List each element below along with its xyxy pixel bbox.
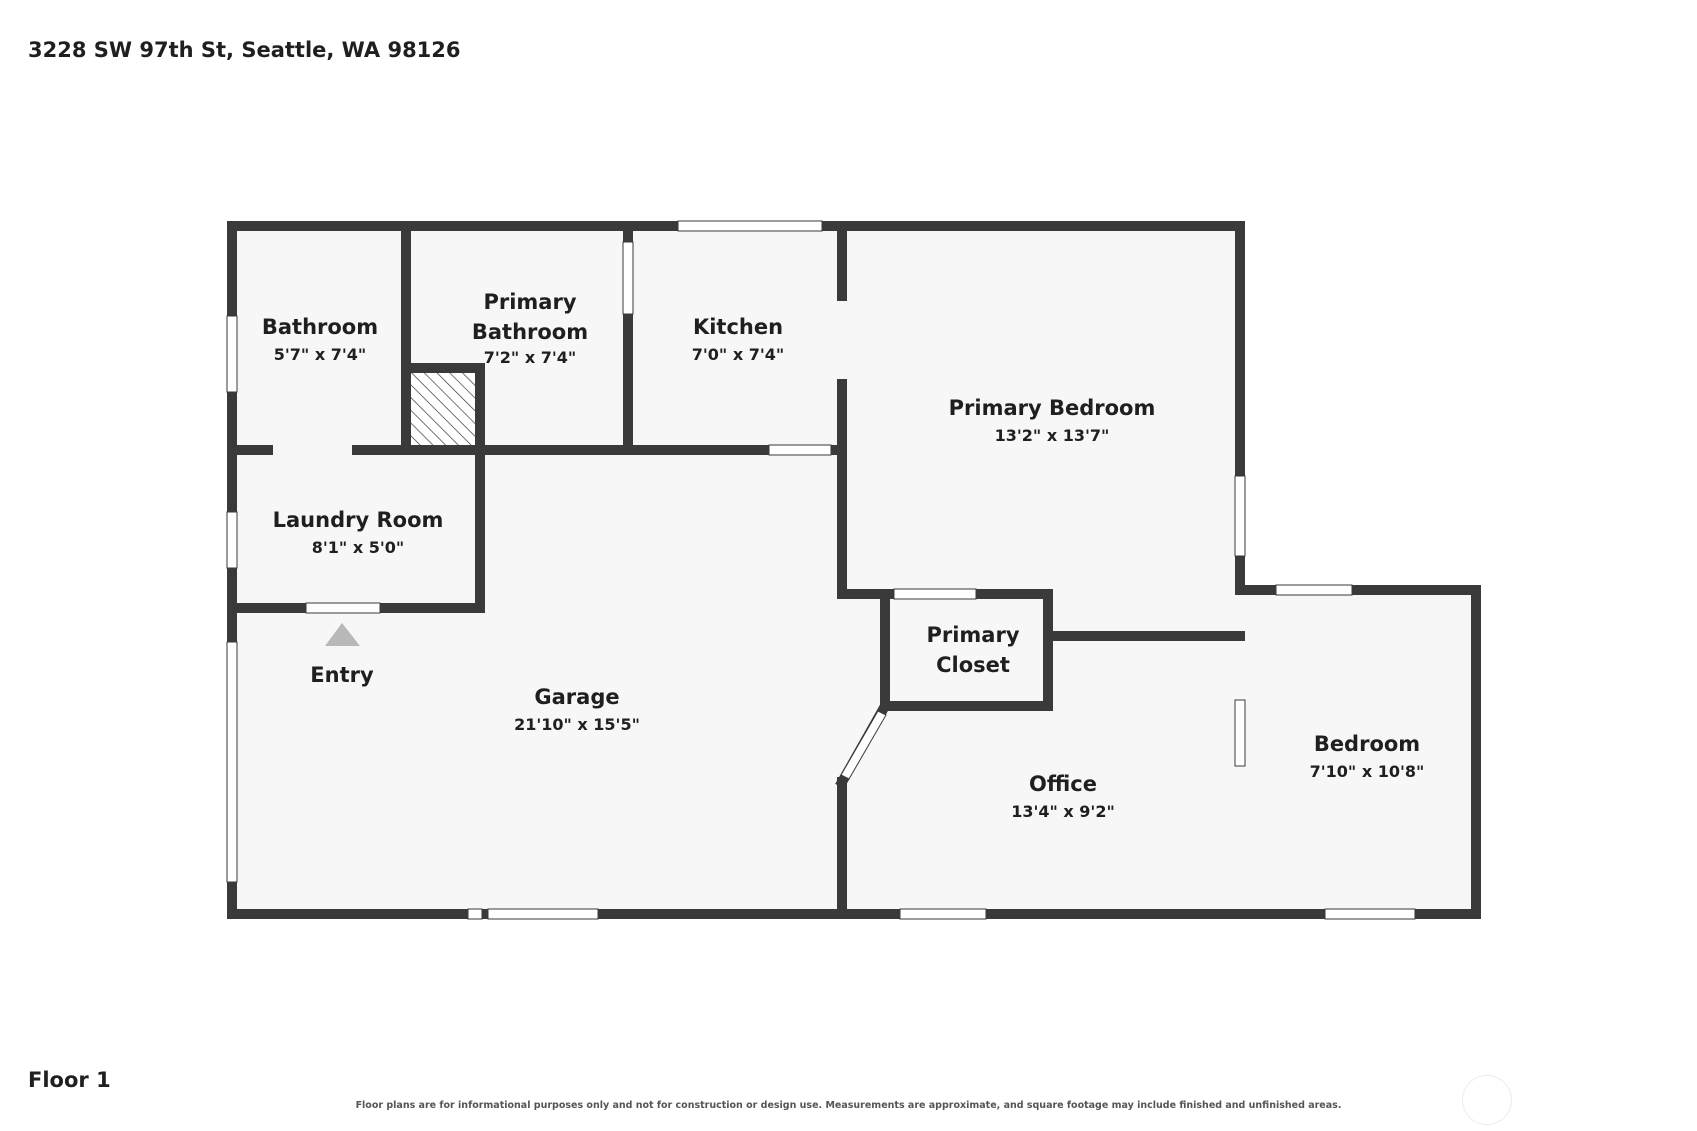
triangle-up-icon	[325, 623, 360, 646]
room-name-entry: Entry	[310, 663, 374, 687]
room-name-primary-bedroom: Primary Bedroom	[949, 396, 1156, 420]
utility-chase	[411, 373, 475, 445]
room-dims-laundry-room: 8'1" x 5'0"	[312, 538, 404, 557]
room-dims-bathroom: 5'7" x 7'4"	[274, 345, 366, 364]
room-name-garage: Garage	[534, 685, 619, 709]
room-dims-office: 13'4" x 9'2"	[1011, 802, 1115, 821]
room-name-primary-bathroom-2: Bathroom	[472, 320, 588, 344]
floor-label: Floor 1	[28, 1068, 111, 1092]
room-name-primary-bathroom-1: Primary	[483, 290, 576, 314]
room-dims-kitchen: 7'0" x 7'4"	[692, 345, 784, 364]
windows	[226, 220, 1416, 920]
room-name-bedroom: Bedroom	[1314, 732, 1420, 756]
room-dims-garage: 21'10" x 15'5"	[514, 715, 640, 734]
exterior-walls	[227, 221, 1481, 919]
room-name-office: Office	[1029, 772, 1097, 796]
disclaimer: Floor plans are for informational purpos…	[355, 1100, 1342, 1111]
room-name-laundry-room: Laundry Room	[273, 508, 444, 532]
room-dims-primary-bedroom: 13'2" x 13'7"	[995, 426, 1110, 445]
room-name-kitchen: Kitchen	[693, 315, 783, 339]
room-dims-bedroom: 7'10" x 10'8"	[1310, 762, 1425, 781]
room-name-primary-closet-2: Closet	[936, 653, 1010, 677]
angled-window	[840, 710, 887, 780]
room-dims-primary-bathroom: 7'2" x 7'4"	[484, 348, 576, 367]
property-address: 3228 SW 97th St, Seattle, WA 98126	[28, 38, 461, 62]
room-name-bathroom: Bathroom	[262, 315, 378, 339]
floor-fills	[232, 226, 1476, 914]
compass-icon	[1462, 1075, 1512, 1125]
room-name-primary-closet-1: Primary	[926, 623, 1019, 647]
